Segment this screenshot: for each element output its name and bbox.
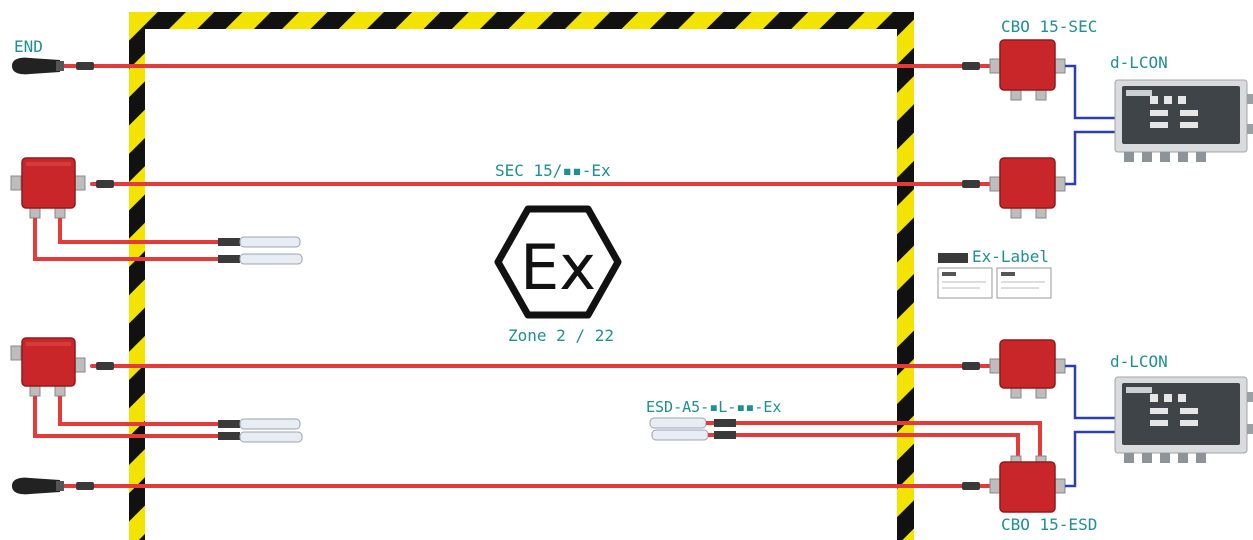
end-termination-icon [12, 57, 64, 75]
junction-box-icon [989, 39, 1066, 101]
junction-box-icon [10, 337, 86, 397]
dlcon-bottom-label: d-LCON [1110, 352, 1168, 371]
sensor-probe-icon [239, 418, 303, 443]
esd-sensor-label: ESD-A5-▪L-▪▪-Ex [646, 398, 781, 416]
junction-box-icon [989, 455, 1066, 513]
junction-box-icon [989, 339, 1066, 399]
sensor-leads-bottom-left [33, 396, 240, 440]
junction-box-icon [989, 157, 1066, 219]
end-label: END [14, 37, 43, 56]
ex-hexagon-icon: Ex [494, 205, 622, 319]
ex-label-text: Ex-Label [972, 247, 1049, 266]
esd-sensor-leads [706, 419, 1042, 462]
controller-icon [1114, 376, 1253, 463]
end-termination-icon [12, 477, 64, 495]
dlcon-top-label: d-LCON [1110, 53, 1168, 72]
controller-icon [1114, 79, 1253, 162]
sensor-leads-top-left [33, 218, 240, 263]
cbo-esd-label: CBO 15-ESD [1001, 515, 1097, 534]
cbo-sec-label: CBO 15-SEC [1001, 17, 1097, 36]
ex-label-icon [937, 253, 1052, 299]
heating-cables [60, 62, 992, 490]
sensor-probe-icon [649, 417, 709, 441]
sensor-probe-icon [239, 236, 303, 265]
junction-box-icon [10, 157, 86, 219]
sec-cable-label: SEC 15/▪▪-Ex [495, 161, 611, 180]
zone-label: Zone 2 / 22 [508, 326, 614, 345]
signal-wires [1065, 64, 1118, 488]
ex-symbol-text: Ex [520, 231, 596, 304]
